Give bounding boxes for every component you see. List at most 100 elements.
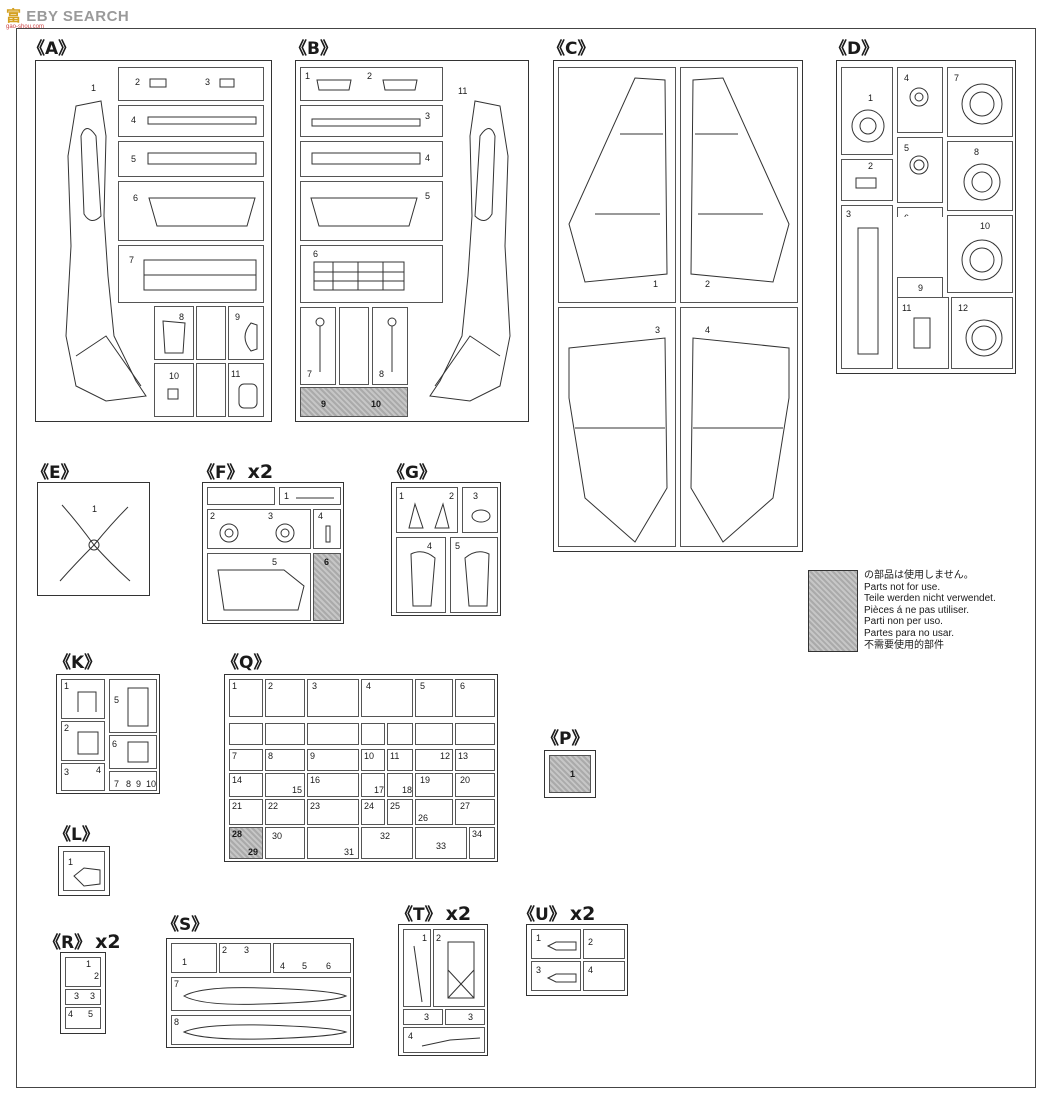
cowl-ring	[961, 83, 1003, 125]
part-cell: 5	[300, 181, 443, 241]
drop-tank	[182, 1024, 348, 1040]
strut-part	[413, 945, 423, 1003]
part-cell: 2	[433, 929, 485, 1007]
sprue-f-label: 《F》x2	[198, 461, 274, 483]
part-cell: 1	[403, 929, 431, 1007]
cowl-ring	[961, 239, 1003, 281]
part-cell: 7	[171, 977, 351, 1011]
rack-part	[447, 941, 475, 999]
part-cell: 1 2	[65, 957, 101, 987]
seat-part	[127, 687, 149, 727]
part-cell: 24	[361, 799, 385, 825]
sprue-b-label: 《B》	[290, 39, 337, 59]
part-cell: 7	[300, 307, 336, 385]
rod-part	[296, 497, 334, 499]
part-cell: 34	[469, 827, 495, 859]
part-shape	[471, 509, 491, 523]
sprue-k-frame: 1 2 3 4 5 6 7 8 9 10	[56, 674, 160, 794]
part-cell: 12	[415, 749, 453, 771]
wing-lower-right	[690, 337, 790, 543]
small-part	[316, 79, 352, 91]
part-cell: 8	[265, 749, 305, 771]
sprue-r-frame: 1 2 3 3 4 5	[60, 952, 106, 1034]
propeller	[59, 504, 131, 582]
long-part	[311, 152, 421, 165]
sprue-s-frame: 1 2 3 4 5 6 7 8	[166, 938, 354, 1048]
wing-lower-left	[568, 337, 668, 543]
part-cell: 15	[265, 773, 305, 797]
watermark-url: gao-shou.com	[6, 24, 45, 30]
part-cell: 7 8 9 10	[109, 771, 157, 791]
small-part	[546, 973, 577, 983]
sprue-b-frame: 1 2 3 4 5 6 7 8 9 10 11	[295, 60, 529, 422]
part-cell: 33	[415, 827, 467, 859]
sprue-e-frame: 1	[37, 482, 150, 596]
seat-part	[77, 731, 99, 755]
part-cell: 6	[300, 245, 443, 303]
wing-upper-left	[568, 77, 668, 283]
empty-cell	[265, 723, 305, 745]
panel-part	[310, 197, 418, 227]
empty-cell	[196, 306, 226, 360]
part-cell: 2	[583, 929, 625, 959]
grid-part	[313, 261, 405, 291]
part-cell: 11	[228, 363, 264, 417]
empty-cell	[455, 723, 495, 745]
part-shape	[244, 322, 258, 352]
sprue-g-frame: 1 2 3 4 5	[391, 482, 501, 616]
part-cell: 26	[415, 799, 453, 825]
part-cell: 4	[403, 1027, 485, 1053]
sprue-l-frame: 1	[58, 846, 110, 896]
part-cell: 2 3	[207, 509, 311, 549]
sprue-a-frame: 1 2 3 4 5 6 7 8 9 10 11	[35, 60, 272, 422]
sprue-k-label: 《K》	[54, 653, 102, 673]
part-cell: 4	[583, 961, 625, 991]
part-cell: 2	[841, 159, 893, 201]
wing-upper-right	[690, 77, 790, 283]
sprue-l-label: 《L》	[54, 825, 99, 845]
part-cell: 11	[387, 749, 413, 771]
part-cell: 7	[118, 245, 264, 303]
sprue-c-frame: 1 2 3 4	[553, 60, 803, 552]
part-cell: 8	[372, 307, 408, 385]
part-shape	[410, 551, 436, 607]
sprue-t-label: 《T》x2	[396, 903, 472, 925]
part-shape	[408, 502, 450, 529]
cowl-ring	[965, 319, 1003, 357]
part-cell: 1	[279, 487, 341, 505]
seat-part	[77, 691, 97, 712]
part-cell: 3 3	[65, 989, 101, 1005]
part-cell: 7	[947, 67, 1013, 137]
sprue-u-label: 《U》x2	[518, 903, 596, 925]
sprue-u-frame: 1 2 3 4	[526, 924, 628, 996]
part-cell: 17	[361, 773, 385, 797]
sprue-a-label: 《A》	[28, 39, 76, 59]
sprue-d-frame: 1 2 3 4 5 6	[836, 60, 1016, 374]
sprue-p-frame: 1	[544, 750, 596, 798]
part-cell: 1	[531, 929, 581, 959]
part-cell: 2	[265, 679, 305, 717]
sprue-r-label: 《R》x2	[44, 931, 121, 953]
drop-tank	[182, 987, 348, 1005]
rod-part	[421, 1037, 481, 1047]
empty-cell	[229, 723, 263, 745]
part-cell: 3 4	[61, 763, 105, 791]
part-cell: 2	[680, 67, 798, 303]
empty-cell	[361, 723, 385, 745]
part-cell: 3	[841, 205, 893, 369]
sprue-q-frame: 1 2 3 4 5 6 7 8 9 10 11 12 13 14 15 16 1…	[224, 674, 498, 862]
part-cell: 3	[300, 105, 443, 137]
sprue-s-label: 《S》	[162, 915, 209, 935]
part-cell: 6	[109, 735, 157, 769]
part-cell: 1 2	[300, 67, 443, 101]
sprue-g-label: 《G》	[388, 463, 436, 483]
small-part	[913, 317, 931, 349]
part-cell: 9	[228, 306, 264, 360]
seat-part	[127, 741, 149, 763]
unused-parts-cell: 1	[549, 755, 591, 793]
part-cell: 5	[450, 537, 498, 613]
part-cell: 5	[897, 137, 943, 203]
part-cell: 1	[63, 851, 105, 891]
empty-cell	[196, 363, 226, 417]
sprue-t-frame: 1 2 3 3 4	[398, 924, 488, 1056]
